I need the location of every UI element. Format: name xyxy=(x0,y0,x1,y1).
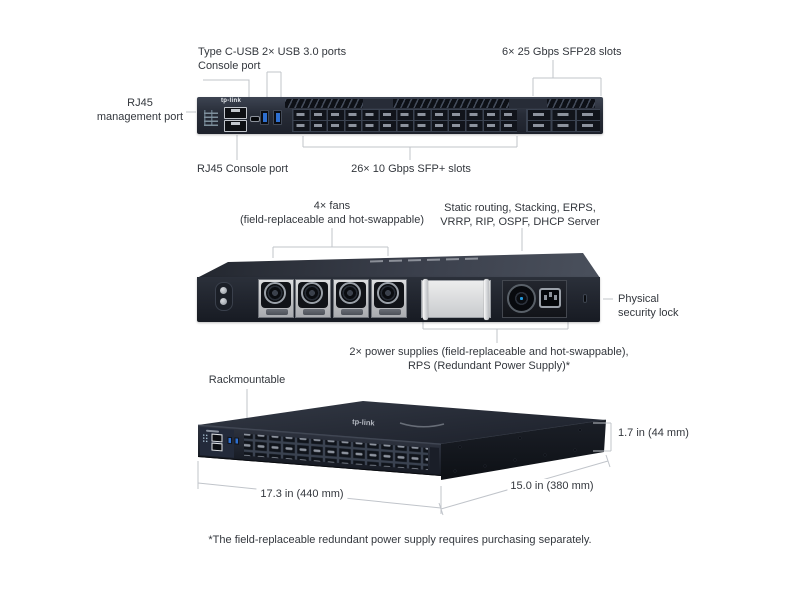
rear-front-face xyxy=(197,277,600,322)
label-line: Physical xyxy=(618,293,659,305)
leader-lines xyxy=(186,60,613,426)
label-rj45-console: RJ45 Console port xyxy=(197,163,289,175)
label-line: Static routing, Stacking, ERPS, xyxy=(444,202,596,214)
footnote: *The field-replaceable redundant power s… xyxy=(208,534,592,546)
label-line: Console port xyxy=(198,60,261,72)
fan-module xyxy=(258,279,294,318)
rj45-management-port xyxy=(224,107,247,119)
type-c-console-port xyxy=(250,116,260,122)
label-rj45-management: RJ45 management port xyxy=(96,96,184,124)
perspective-side-face xyxy=(441,420,606,480)
vent-grille xyxy=(285,99,595,108)
rj45-port-mini xyxy=(211,433,223,443)
sfp28-latches xyxy=(526,123,600,127)
vent-gap xyxy=(509,99,547,108)
label-type-c-console: Type C-USB Console port xyxy=(198,45,260,73)
sfp-latches xyxy=(292,123,517,127)
sfp-cage-strip xyxy=(244,433,428,470)
switch-front-view: tp-link xyxy=(197,97,603,134)
label-line: VRRP, RIP, OSPF, DHCP Server xyxy=(440,216,600,228)
rear-top-face xyxy=(197,253,600,278)
perspective-top-face xyxy=(198,401,606,444)
brand-logo: tp-link xyxy=(221,98,242,104)
sfp-latches xyxy=(292,112,517,116)
label-security-lock: Physical security lock xyxy=(618,292,679,320)
usb3-port xyxy=(260,110,269,125)
label-line: Type C-USB xyxy=(198,46,260,58)
led-indicators xyxy=(204,110,218,126)
rear-model-marks xyxy=(369,257,481,263)
fan-module xyxy=(295,279,331,318)
rj45-port-mini xyxy=(211,442,223,452)
dim-bracket-height xyxy=(593,422,612,452)
label-line: 4× fans xyxy=(313,200,351,212)
label-usb-ports: 2× USB 3.0 ports xyxy=(262,46,347,58)
bracket-sfp-plus xyxy=(302,136,518,160)
psu-module xyxy=(502,280,567,318)
label-sfp-plus-slots: 26× 10 Gbps SFP+ slots xyxy=(351,163,471,175)
ac-inlet xyxy=(539,288,561,308)
grounding-point xyxy=(215,282,233,311)
psu-blank-slot xyxy=(421,279,491,320)
label-line: security lock xyxy=(618,307,679,319)
fan-module xyxy=(371,279,407,318)
usb3-port xyxy=(273,110,282,125)
fan-module xyxy=(333,279,369,318)
label-fans: 4× fans (field-replaceable and hot-swapp… xyxy=(240,199,424,227)
security-lock-slot xyxy=(583,294,587,303)
mgmt-panel xyxy=(200,427,234,458)
label-line: (field-replaceable and hot-swappable) xyxy=(239,214,425,226)
perspective-switch: tp-link xyxy=(197,401,607,480)
switch-rear-view xyxy=(197,253,600,322)
logo-swoosh xyxy=(399,422,445,428)
led-indicators-mini xyxy=(203,434,208,443)
psu-fan xyxy=(507,284,536,313)
leader-type-c xyxy=(203,79,250,98)
label-dim-height: 1.7 in (44 mm) xyxy=(618,427,689,439)
usb-port-mini xyxy=(227,436,232,445)
label-line: 2× power supplies (field-replaceable and… xyxy=(349,346,629,358)
rj45-console-port xyxy=(224,120,247,132)
usb-port-mini xyxy=(234,437,239,445)
brand-logo-top: tp-link xyxy=(352,417,376,428)
bracket-psu xyxy=(422,322,569,343)
label-power-supplies: 2× power supplies (field-replaceable and… xyxy=(349,345,628,373)
label-dim-depth: 15.0 in (380 mm) xyxy=(507,479,597,493)
brand-logo-front-mini xyxy=(206,429,219,433)
label-line: RJ45 xyxy=(127,97,153,109)
bracket-usb xyxy=(266,71,282,99)
label-line: management port xyxy=(96,111,184,123)
side-screws xyxy=(453,428,582,473)
sfp28-latches xyxy=(526,112,600,116)
bracket-fans xyxy=(272,228,389,258)
label-sfp28-slots: 6× 25 Gbps SFP28 slots xyxy=(502,46,622,58)
bracket-sfp28 xyxy=(532,60,602,96)
label-dim-width: 17.3 in (440 mm) xyxy=(256,487,348,501)
perspective-front-face xyxy=(198,425,441,476)
vent-gap xyxy=(363,99,393,108)
label-features: Static routing, Stacking, ERPS, VRRP, RI… xyxy=(440,201,600,229)
label-rackmountable: Rackmountable xyxy=(208,374,286,386)
rj45-ports xyxy=(224,107,247,132)
label-line: RPS (Redundant Power Supply)* xyxy=(407,360,571,372)
